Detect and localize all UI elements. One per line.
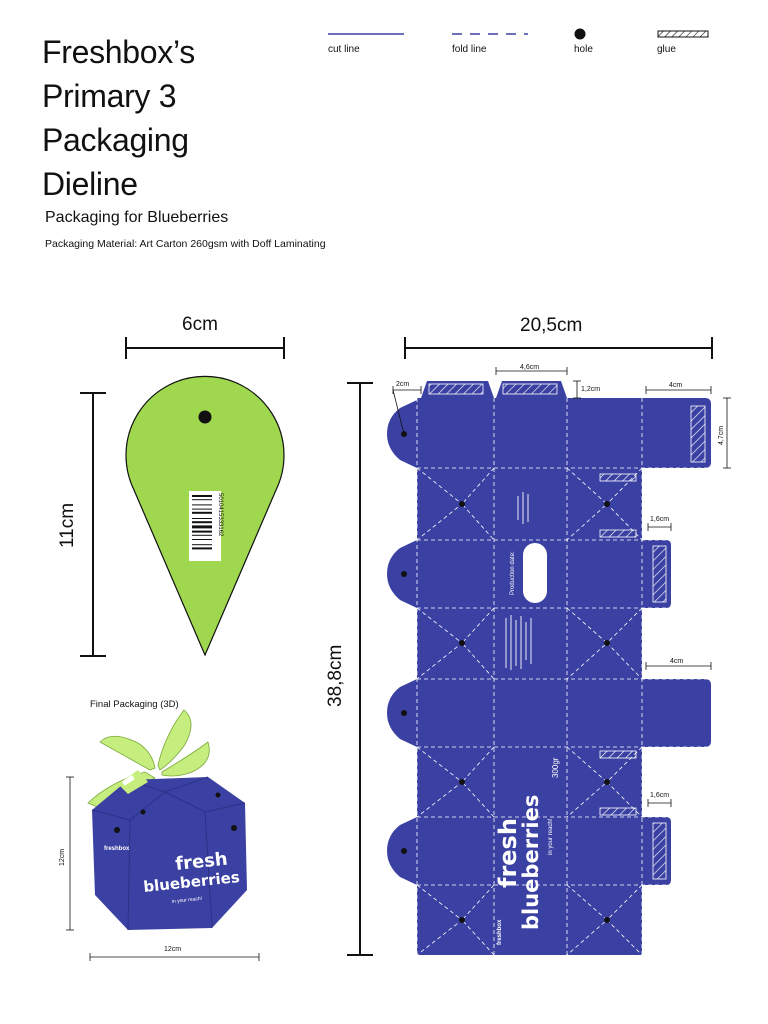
- barcode-bar: [192, 547, 212, 550]
- final-logo-text: freshbox: [104, 846, 130, 852]
- barcode-bar: [192, 544, 212, 546]
- fine-print-block-2: [505, 615, 532, 670]
- legend-cut-label: cut line: [328, 44, 360, 55]
- right-flap-3: [642, 679, 711, 747]
- logo-text: freshbox: [497, 919, 503, 945]
- dim-top-tab: 4,6cm: [520, 364, 539, 371]
- barcode-bar: [192, 511, 212, 514]
- final-height-dimension: [66, 776, 74, 931]
- tag-height-label: 11cm: [57, 503, 78, 548]
- box-height-dimension: [347, 382, 373, 956]
- dim-tab-height: 1,2cm: [581, 386, 600, 393]
- production-date-text: Production date:: [510, 551, 516, 595]
- title-line-4: Dieline: [42, 166, 138, 202]
- main-panel: [417, 398, 642, 955]
- tag-width-dimension: [125, 337, 285, 359]
- dim-right-flap-w: 4cm: [669, 382, 682, 389]
- barcode-bar: [192, 518, 212, 519]
- barcode-bar: [192, 534, 212, 536]
- barcode-bar: [192, 508, 212, 510]
- tag-width-label: 6cm: [182, 314, 218, 335]
- barcode-bar: [192, 525, 212, 529]
- weight-text: 300gr: [551, 757, 560, 778]
- barcode-lines: [192, 495, 212, 550]
- title-line-2: Primary 3: [42, 78, 177, 114]
- dim-small-flap-b: 1,6cm: [650, 792, 669, 799]
- cut-line-swatch: [328, 33, 404, 35]
- subtitle: Packaging for Blueberries: [45, 209, 229, 226]
- final-width-label: 12cm: [164, 946, 181, 953]
- box-dieline: Production date: 300gr fresh blueberries…: [387, 381, 711, 956]
- dim-mid-flap: 4cm: [670, 658, 683, 665]
- dieline-annotations: [392, 367, 731, 807]
- final-width-dimension: [89, 953, 260, 961]
- fold-line-swatch: [452, 33, 528, 35]
- final-packaging-label: Final Packaging (3D): [90, 699, 179, 710]
- box-window: [523, 543, 547, 603]
- dim-left-flap: 2cm: [396, 381, 409, 388]
- box-height-label: 38,8cm: [325, 645, 346, 707]
- dim-right-flap-h: 4,7cm: [718, 426, 725, 445]
- barcode-bar: [192, 539, 212, 540]
- legend-hole-label: hole: [574, 44, 593, 55]
- barcode-bar: [192, 495, 212, 497]
- barcode-number: 5010415333162: [217, 493, 223, 537]
- glue-swatch-icon: [657, 30, 709, 38]
- legend-glue-label: glue: [657, 44, 676, 55]
- final-package-3d: freshbox fresh blueberries in your reach…: [87, 709, 247, 931]
- material-note: Packaging Material: Art Carton 260gsm wi…: [45, 238, 326, 250]
- barcode-bar: [192, 521, 212, 524]
- brand-fresh-text: fresh: [494, 818, 522, 888]
- tag-height-dimension: [80, 392, 106, 657]
- barcode: [189, 491, 221, 561]
- title-line-3: Packaging: [42, 122, 189, 158]
- fine-print-block-1: [517, 492, 529, 524]
- tag-hole: [198, 410, 212, 424]
- barcode-bar: [192, 504, 212, 506]
- final-tagline: in your reach!: [172, 896, 203, 905]
- brand-blueberries-text: blueberries: [519, 795, 543, 930]
- page-title: Freshbox’s Primary 3 Packaging Dieline: [42, 30, 302, 206]
- hole-swatch-icon: [574, 28, 586, 40]
- box-width-label: 20,5cm: [520, 315, 582, 336]
- box-width-dimension: [404, 337, 713, 359]
- dim-small-flap-a: 1,6cm: [650, 516, 669, 523]
- barcode-bar: [192, 499, 212, 501]
- title-line-1: Freshbox’s: [42, 34, 195, 70]
- tagline-text: in your reach!: [548, 818, 554, 855]
- legend-fold-label: fold line: [452, 44, 487, 55]
- barcode-bar: [192, 530, 212, 533]
- final-height-label: 12cm: [59, 849, 66, 866]
